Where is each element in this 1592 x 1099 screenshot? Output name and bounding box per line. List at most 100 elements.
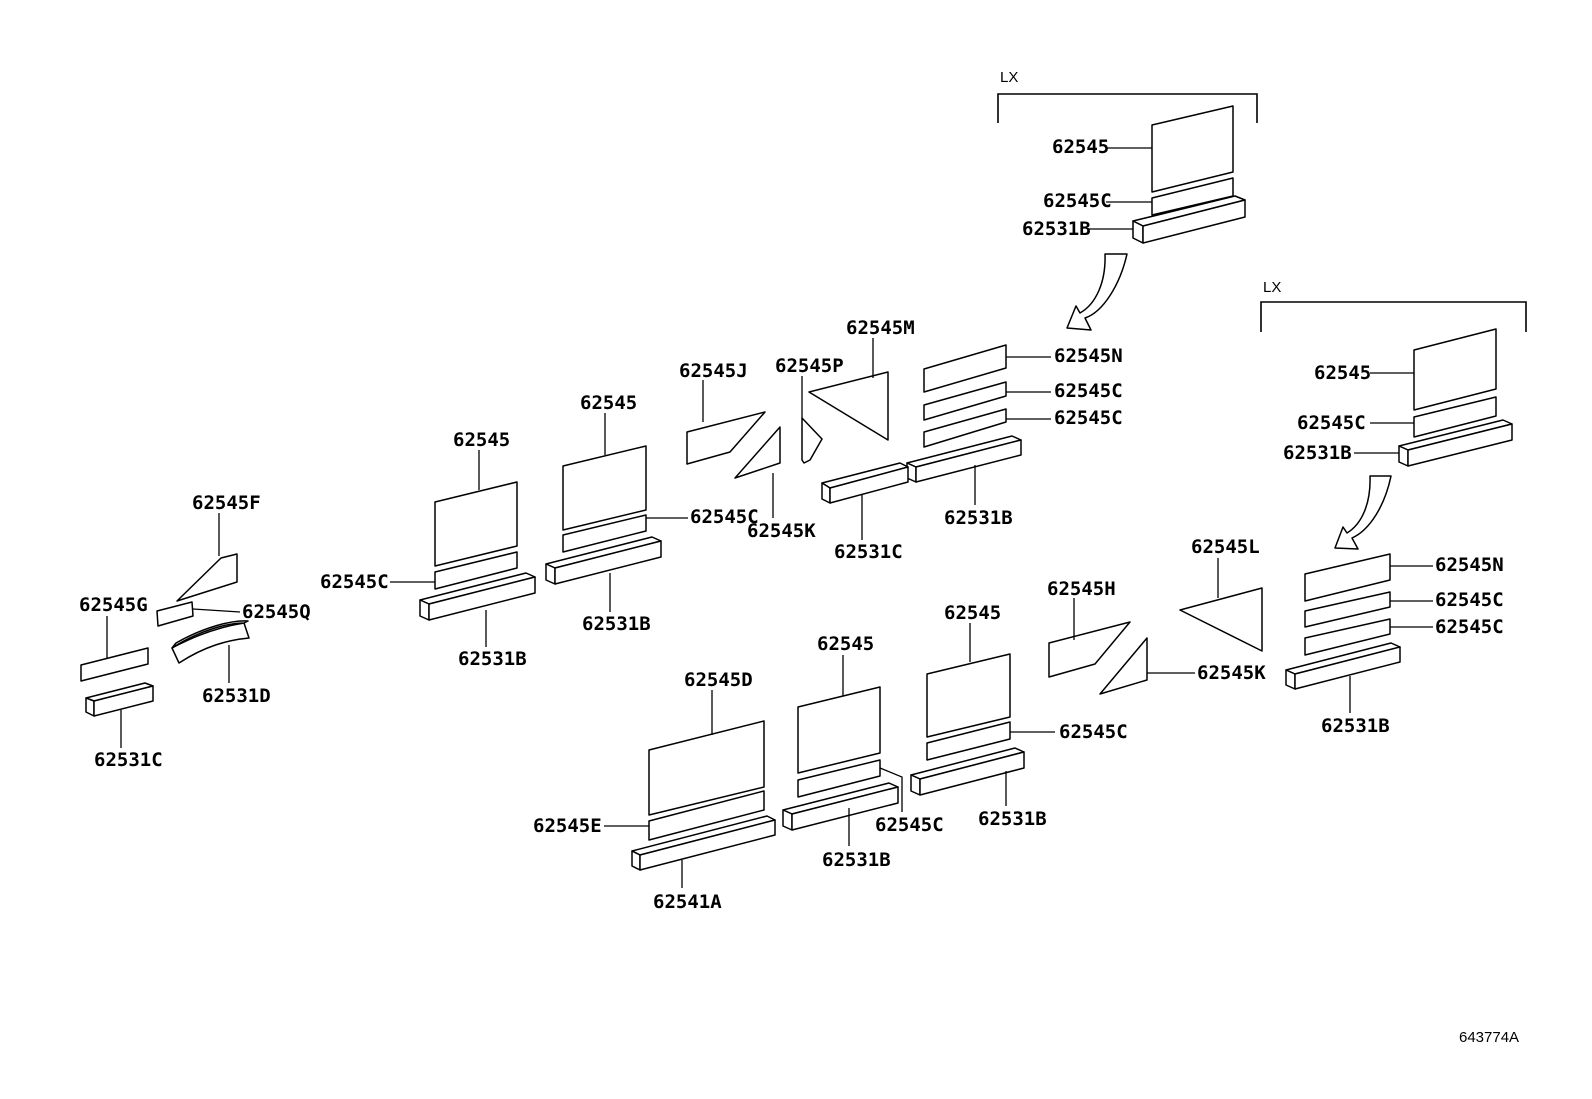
callout-62545P: 62545P xyxy=(775,355,844,377)
panel-62545 xyxy=(562,445,647,531)
block-front-62531B xyxy=(915,439,1022,483)
group-left-mid: 62545 62545C 62531B xyxy=(320,429,536,670)
block-front-62531B xyxy=(1294,646,1401,690)
callout-62531B: 62531B xyxy=(1022,218,1091,240)
callout-62545: 62545 xyxy=(1314,362,1371,384)
group-mid-triangles: 62545M 62545P 62531C xyxy=(775,317,915,563)
callout-62531B: 62531B xyxy=(978,808,1047,830)
panel-62545N xyxy=(1304,553,1391,602)
callout-62545C: 62545C xyxy=(1054,407,1123,429)
arrow-icon xyxy=(1334,475,1392,550)
callout-62545G: 62545G xyxy=(79,594,148,616)
strip-62545C xyxy=(1304,618,1391,656)
callout-62545L: 62545L xyxy=(1191,536,1260,558)
callout-62545J: 62545J xyxy=(679,360,748,382)
triangle-62545M xyxy=(808,371,889,441)
block-front-62531C xyxy=(93,685,154,717)
group-upper-mid: 62545 62545C 62531B xyxy=(545,392,759,635)
panel-62545 xyxy=(926,653,1011,738)
strip-62545G xyxy=(80,647,149,682)
callout-62531B: 62531B xyxy=(1283,442,1352,464)
callout-62545: 62545 xyxy=(580,392,637,414)
group-lower-mid-left: 62545 62545C 62531B xyxy=(782,633,944,871)
group-lower-right: 62545N 62545C 62545C 62531B xyxy=(1285,553,1504,737)
callout-62545C: 62545C xyxy=(1059,721,1128,743)
arrow-icon xyxy=(1066,253,1128,331)
callout-62531D: 62531D xyxy=(202,685,271,707)
group-lx-right: LX 62545 62545C 62531B xyxy=(1260,279,1527,550)
callout-62545C: 62545C xyxy=(1435,589,1504,611)
callout-62545: 62545 xyxy=(1052,136,1109,158)
callout-62545H: 62545H xyxy=(1047,578,1116,600)
callout-62545F: 62545F xyxy=(192,492,261,514)
callout-62531B: 62531B xyxy=(458,648,527,670)
block-front-62531B xyxy=(919,751,1025,796)
block-end-62531B xyxy=(1285,669,1296,690)
callout-62531C: 62531C xyxy=(834,541,903,563)
block-front-62531B xyxy=(1142,199,1246,244)
triangle-62545K xyxy=(1099,637,1148,695)
piece-62545J xyxy=(686,411,766,465)
block-front-62531C xyxy=(829,466,909,504)
callout-62545: 62545 xyxy=(453,429,510,451)
callout-62545K: 62545K xyxy=(1197,662,1266,684)
group-lower-left: 62545D 62545E 62541A xyxy=(533,669,776,913)
strip-62545C xyxy=(1413,396,1497,438)
block-front-62541A xyxy=(639,819,776,871)
callout-62531B: 62531B xyxy=(582,613,651,635)
group-bracket xyxy=(1260,301,1527,332)
callout-62545D: 62545D xyxy=(684,669,753,691)
callout-62531B: 62531B xyxy=(1321,715,1390,737)
block-end-62531B xyxy=(419,599,430,621)
callout-62545K: 62545K xyxy=(747,520,816,542)
callout-62531C: 62531C xyxy=(94,749,163,771)
callout-62545C: 62545C xyxy=(1297,412,1366,434)
group-lx-top: LX 62545 62545C 62531B xyxy=(997,69,1258,331)
strip-62545C xyxy=(923,381,1007,421)
callout-62545: 62545 xyxy=(817,633,874,655)
block-end-62531B xyxy=(782,809,793,831)
curved-top-62531D xyxy=(171,620,249,649)
strip-62545C xyxy=(1304,591,1391,628)
callout-62545Q: 62545Q xyxy=(242,601,311,623)
callout-62545C: 62545C xyxy=(1043,190,1112,212)
block-front-62531B xyxy=(1407,423,1513,467)
callout-62545C: 62545C xyxy=(690,506,759,528)
block-front-62531B xyxy=(791,786,899,831)
callout-62545E: 62545E xyxy=(533,815,602,837)
callout-62541A: 62541A xyxy=(653,891,722,913)
group-lower-mid-right: 62545 62545C 62531B xyxy=(910,602,1128,830)
piece-62545Q xyxy=(156,601,194,627)
callout-62545C: 62545C xyxy=(1054,380,1123,402)
callout-62545C: 62545C xyxy=(875,814,944,836)
group-bracket xyxy=(997,93,1258,123)
block-front-62531B xyxy=(428,576,536,621)
panel-62545 xyxy=(1151,105,1234,193)
block-front-62531B xyxy=(554,540,662,585)
strip-62545C xyxy=(797,759,881,798)
block-end-62531B xyxy=(1398,445,1409,467)
panel-62545 xyxy=(797,686,881,774)
strip-62545C xyxy=(434,551,518,590)
panel-62545D xyxy=(648,720,765,816)
curved-front-62531D xyxy=(171,622,250,664)
callout-62545N: 62545N xyxy=(1435,554,1504,576)
block-end-62531B xyxy=(910,774,921,796)
group-j-k: 62545J 62545K xyxy=(679,360,816,542)
piece-62545H xyxy=(1048,621,1131,678)
block-end-62531B xyxy=(545,563,556,585)
group-label-lx: LX xyxy=(1263,279,1281,296)
strip-62545C xyxy=(562,514,647,553)
group-label-lx: LX xyxy=(1000,69,1018,86)
callout-62545M: 62545M xyxy=(846,317,915,339)
group-lower-triangles: 62545L 62545H 62545K xyxy=(1047,536,1266,695)
callout-62545N: 62545N xyxy=(1054,345,1123,367)
group-far-left: 62545F 62545G 62545Q 62531D 62531C xyxy=(79,492,311,771)
triangle-62545L xyxy=(1179,587,1263,652)
strip-62545C xyxy=(923,408,1007,448)
callout-62545C: 62545C xyxy=(1435,616,1504,638)
callout-62531B: 62531B xyxy=(944,507,1013,529)
piece-62545F xyxy=(176,553,238,602)
figure-number: 643774A xyxy=(1459,1029,1519,1046)
